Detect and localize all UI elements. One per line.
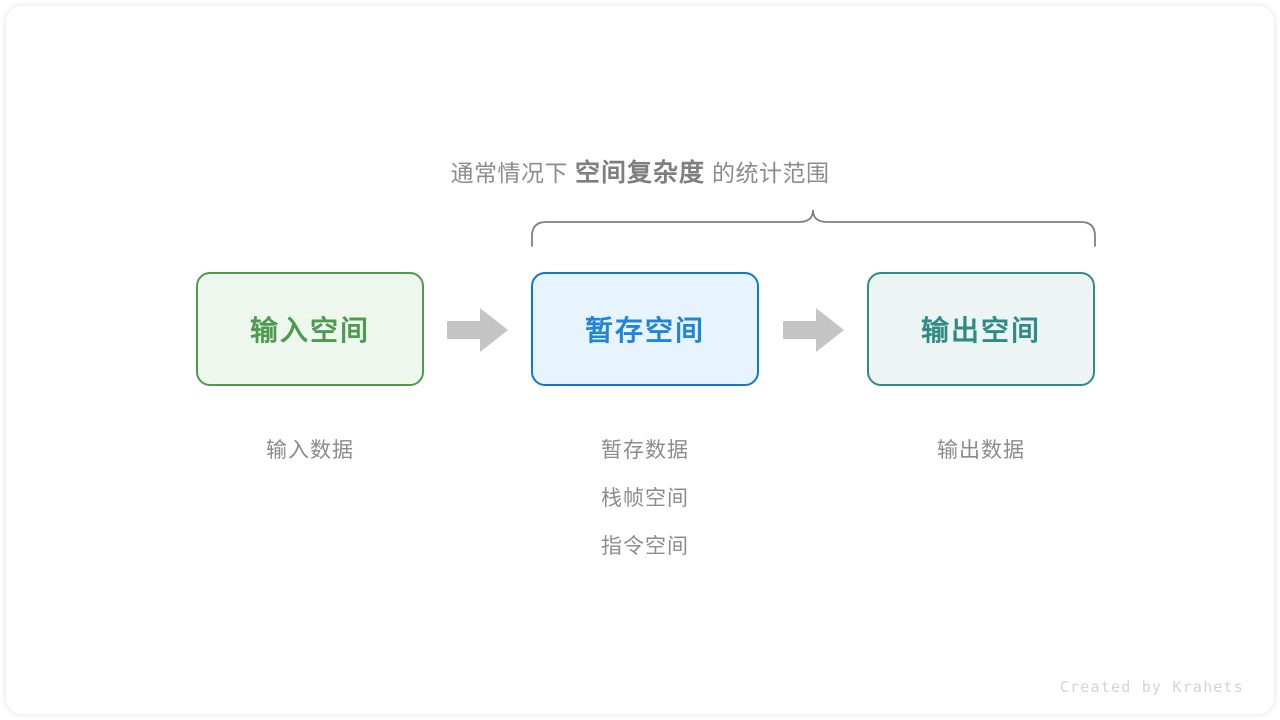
arrow-buffer-to-output — [783, 306, 845, 354]
brace-caption: 通常情况下空间复杂度的统计范围 — [6, 156, 1274, 190]
label-item: 输入数据 — [266, 439, 354, 462]
footer-credit: Created by Krahets — [1059, 678, 1244, 696]
caption-suffix: 的统计范围 — [712, 160, 830, 186]
label-item: 输出数据 — [937, 439, 1025, 462]
box-output-space[interactable]: 输出空间 — [867, 272, 1095, 386]
label-item: 栈帧空间 — [601, 487, 689, 510]
box-buffer-space[interactable]: 暂存空间 — [531, 272, 759, 386]
label-item: 暂存数据 — [601, 439, 689, 462]
labels-buffer-space: 暂存数据 栈帧空间 指令空间 — [531, 427, 759, 571]
arrow-input-to-buffer — [447, 306, 509, 354]
label-item: 指令空间 — [601, 535, 689, 558]
box-input-space[interactable]: 输入空间 — [196, 272, 424, 386]
caption-prefix: 通常情况下 — [450, 160, 568, 186]
caption-emphasis: 空间复杂度 — [574, 159, 705, 187]
diagram-card: 通常情况下空间复杂度的统计范围 输入空间 暂存空间 输出空间 输入数据 暂存数据… — [6, 6, 1274, 714]
arrow-right-icon — [447, 308, 508, 352]
box-output-space-label: 输出空间 — [920, 315, 1041, 346]
curly-brace-icon — [531, 209, 1096, 247]
box-buffer-space-label: 暂存空间 — [584, 315, 705, 346]
arrow-right-icon — [783, 308, 844, 352]
curly-brace — [6, 202, 1274, 258]
labels-output-space: 输出数据 — [867, 427, 1095, 475]
labels-input-space: 输入数据 — [196, 427, 424, 475]
box-input-space-label: 输入空间 — [249, 315, 370, 346]
